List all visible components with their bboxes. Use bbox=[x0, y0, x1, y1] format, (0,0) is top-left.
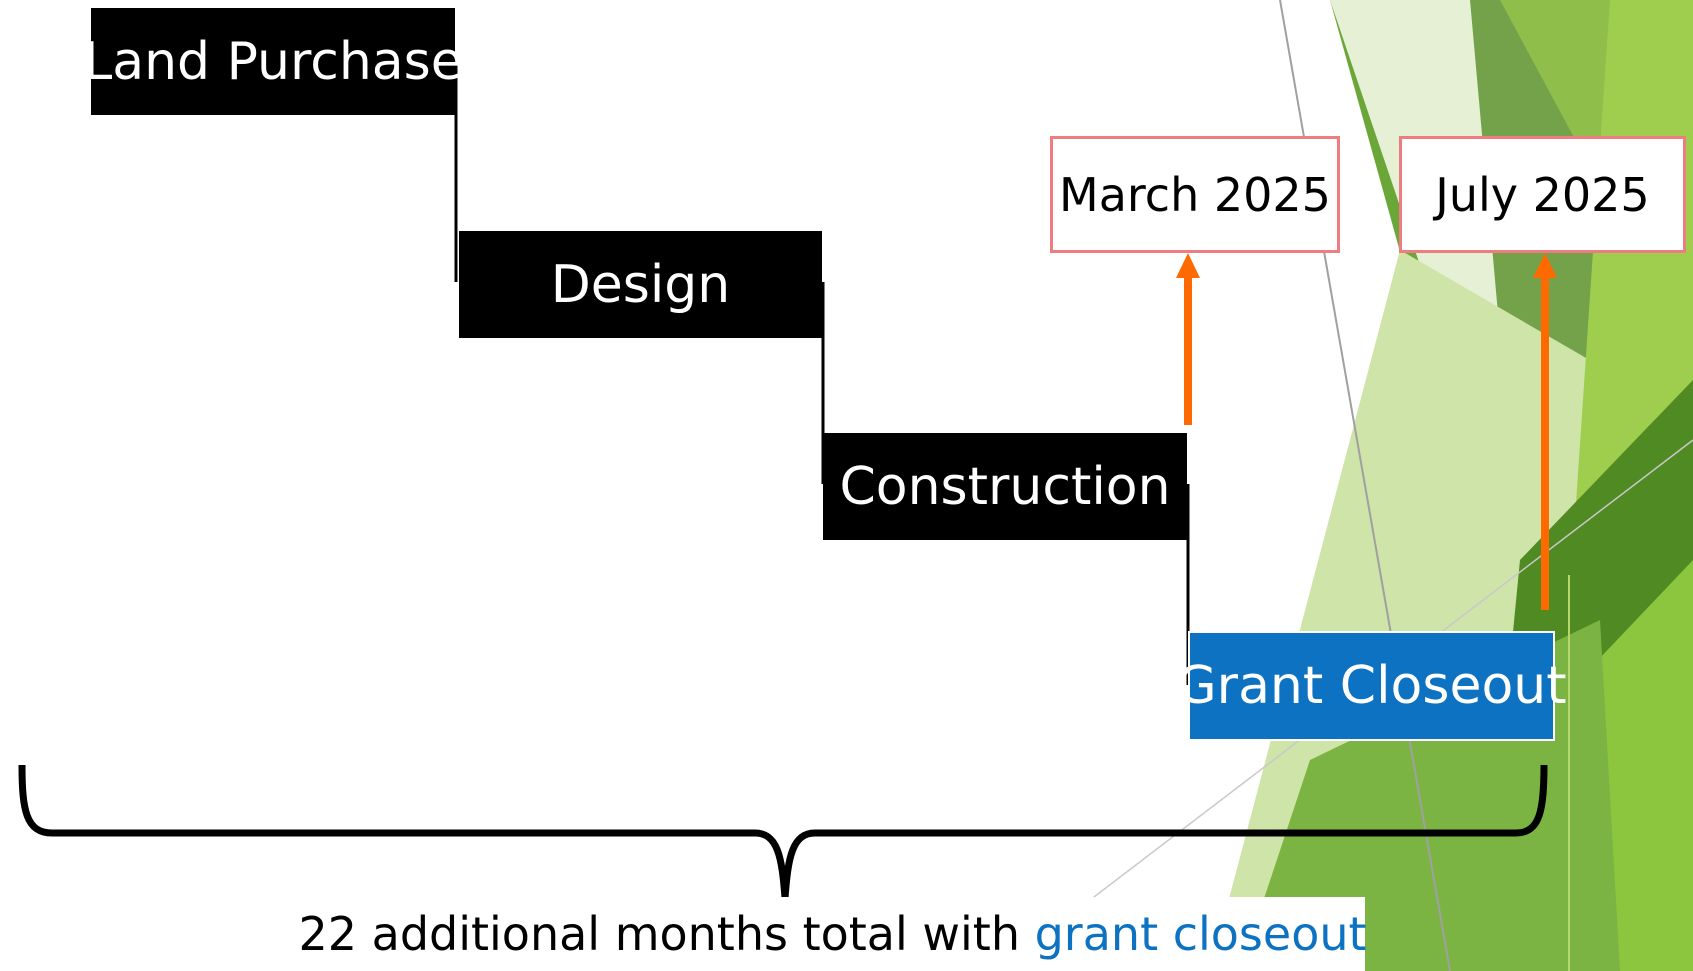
caption-text: 22 additional months total with bbox=[298, 907, 1035, 961]
phase-grant-closeout: Grant Closeout bbox=[1176, 631, 1567, 741]
phase-design: Design bbox=[459, 231, 822, 338]
milestone-july-2025: July 2025 bbox=[1399, 136, 1686, 253]
phase-label: Land Purchase bbox=[83, 31, 463, 92]
arrow-to-july bbox=[1533, 253, 1557, 610]
timeline-caption: 22 additional months total with grant cl… bbox=[298, 897, 1367, 971]
milestone-label: July 2025 bbox=[1435, 167, 1650, 222]
caption-highlight: grant closeout bbox=[1034, 907, 1367, 961]
phase-label: Grant Closeout bbox=[1176, 656, 1567, 716]
arrow-to-march bbox=[1176, 253, 1200, 425]
milestone-march-2025: March 2025 bbox=[1050, 136, 1340, 253]
phase-label: Construction bbox=[839, 456, 1171, 517]
phase-label: Design bbox=[550, 254, 731, 315]
timeline-brace bbox=[18, 764, 1548, 899]
milestone-label: March 2025 bbox=[1059, 167, 1331, 222]
phase-land-purchase: Land Purchase bbox=[83, 8, 463, 115]
phase-construction: Construction bbox=[823, 433, 1187, 540]
